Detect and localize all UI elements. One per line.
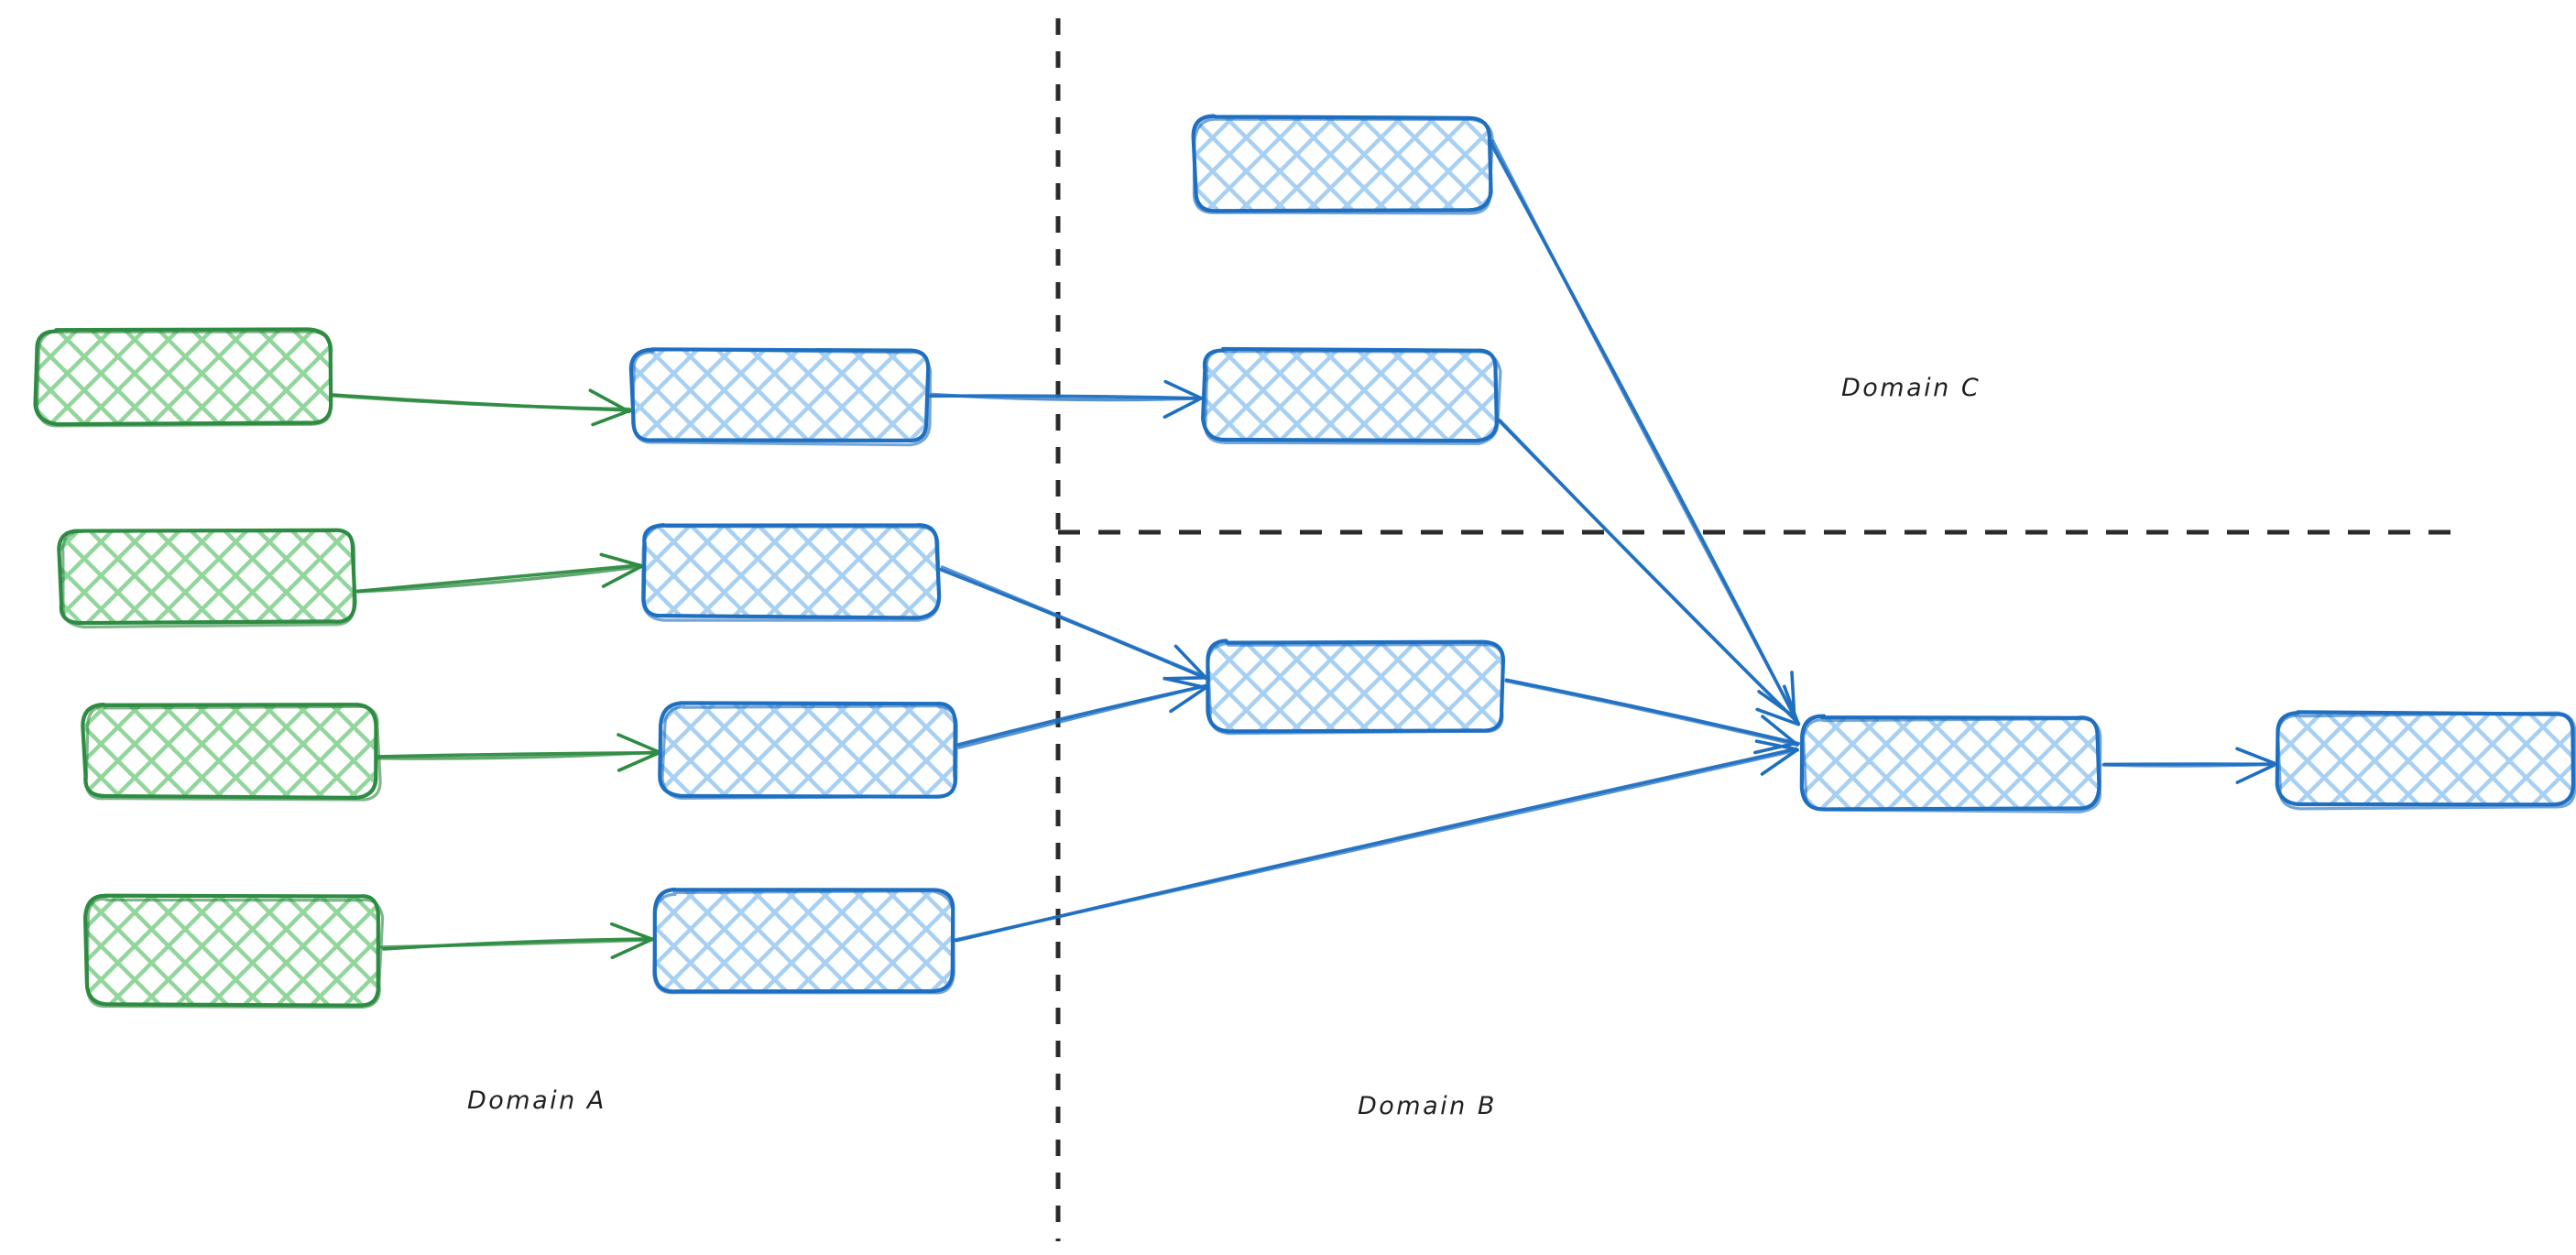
node-outline-secondary (61, 528, 356, 629)
green-node-1[interactable] (33, 327, 333, 428)
blue-node-terminal[interactable] (2275, 710, 2576, 811)
edge-a4-b4 (379, 922, 655, 960)
node-fill (60, 529, 354, 623)
node-fill (1195, 117, 1490, 211)
edge-stroke (377, 750, 660, 760)
node-fill (643, 525, 938, 617)
arrow-head-stroke (617, 750, 662, 772)
edge-stroke (2101, 762, 2276, 768)
edge-stroke (1498, 419, 1800, 725)
blue-node-domainb-mid[interactable] (1206, 638, 1506, 736)
edge-a1-b1 (328, 388, 633, 427)
green-node-2[interactable] (57, 528, 357, 629)
arrow-head-stroke (1162, 676, 1207, 690)
node-fill (37, 330, 330, 423)
arrow-head-stroke (588, 388, 631, 414)
node-fill (1204, 350, 1497, 440)
blue-node-mid-2[interactable] (640, 523, 942, 622)
arrow-head-stroke (591, 409, 633, 427)
arrow-head-stroke (1173, 644, 1207, 679)
node-fill (661, 704, 956, 795)
node-fill (1803, 716, 2098, 808)
edge-stroke (354, 563, 642, 594)
node-fill (2278, 713, 2573, 804)
node-outline-secondary (631, 347, 933, 447)
node-outline-secondary (1206, 641, 1505, 736)
domain-b-label: Domain B (1358, 1092, 1497, 1120)
green-node-4[interactable] (82, 893, 385, 1009)
edge-stroke (957, 683, 1208, 749)
arrow-head-stroke (1169, 686, 1207, 714)
node-fill (86, 896, 379, 1004)
node-outline-secondary (652, 889, 955, 995)
node-outline-secondary (1204, 348, 1502, 445)
arrow-head-stroke (1783, 684, 1801, 726)
node-outline-secondary (85, 897, 385, 1009)
arrow-head-stroke (1760, 748, 1799, 776)
node-outline-secondary (1802, 717, 2102, 813)
node-outline-secondary (2276, 711, 2576, 811)
arrow-head-stroke (1754, 739, 1798, 751)
node-fill (632, 349, 927, 441)
nodes-layer (33, 114, 2576, 1009)
arrow-head-stroke (2235, 763, 2276, 784)
node-outline (652, 887, 955, 994)
domain-c-label: Domain C (1841, 374, 1981, 402)
arrow-head-stroke (1753, 741, 1798, 755)
edge-stroke (1504, 679, 1799, 747)
arrow-head-stroke (1755, 707, 1799, 726)
node-fill (654, 890, 953, 991)
node-outline-secondary (640, 524, 942, 622)
edge-b2-c3 (938, 565, 1209, 681)
edge-b3-c3 (956, 676, 1208, 749)
dividers-layer (1055, 18, 2464, 1241)
blue-node-convergence[interactable] (1799, 714, 2102, 813)
green-node-3[interactable] (81, 703, 382, 802)
edge-c3-d1 (1504, 678, 1801, 755)
arrow-head-stroke (1163, 379, 1204, 400)
blue-node-mid-4[interactable] (652, 887, 955, 995)
domain-a-label: Domain A (467, 1086, 606, 1115)
edge-b4-d1 (954, 739, 1800, 943)
node-outline-secondary (84, 704, 382, 802)
blue-node-mid-3[interactable] (658, 701, 958, 800)
edge-a2-b2 (354, 552, 644, 594)
edge-d1-e1 (2101, 747, 2276, 784)
arrow-head-stroke (2235, 747, 2276, 766)
edge-c2-d1 (1496, 418, 1801, 726)
arrow-head-stroke (610, 937, 654, 960)
arrow-head-stroke (617, 733, 662, 755)
edge-stroke (331, 394, 631, 411)
node-outline-secondary (660, 704, 958, 800)
arrow-head-stroke (1761, 715, 1799, 747)
edges-layer (328, 139, 2276, 960)
arrow-head-stroke (601, 564, 643, 588)
arrow-head-stroke (609, 922, 655, 942)
blue-node-domainc-mid[interactable] (1201, 346, 1502, 445)
arrow-head-stroke (1162, 396, 1204, 420)
edge-stroke (379, 938, 655, 949)
node-fill (1207, 641, 1502, 731)
edge-stroke (954, 748, 1800, 942)
arrow-head-stroke (599, 552, 644, 568)
node-fill (84, 705, 377, 797)
edge-stroke (930, 392, 1205, 402)
edge-stroke (1490, 139, 1796, 717)
blue-node-mid-1[interactable] (628, 347, 933, 447)
edge-stroke (940, 565, 1209, 680)
edge-a3-b3 (377, 733, 662, 772)
edge-b1-c2 (927, 379, 1205, 420)
blue-node-domainc-top[interactable] (1191, 114, 1494, 215)
node-outline (81, 703, 378, 801)
node-outline-secondary (1192, 117, 1494, 215)
edge-c1-d1 (1489, 139, 1796, 719)
node-outline-secondary (35, 328, 333, 428)
edge-stroke (356, 564, 644, 594)
